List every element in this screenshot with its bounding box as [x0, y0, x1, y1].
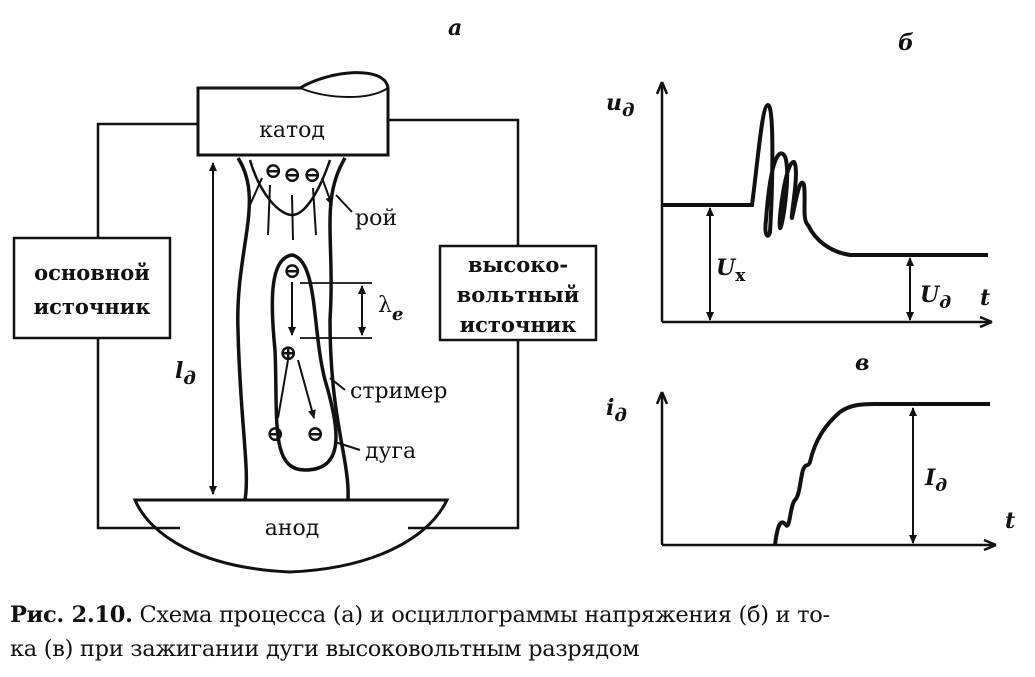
- lambda-label: λe: [378, 293, 403, 325]
- streamer: [270, 253, 338, 472]
- length-label: lд: [175, 358, 196, 389]
- hv-source-label-3: источник: [460, 312, 577, 337]
- wire-left: [96, 122, 198, 530]
- panel-v-label: в: [855, 350, 869, 376]
- main-source-label-1: основной: [34, 260, 150, 285]
- figure-number: Рис. 2.10.: [10, 602, 133, 628]
- id-label: Iд: [924, 465, 947, 496]
- electron-icon: ⊖: [264, 158, 282, 184]
- voltage-y-label: uд: [606, 90, 635, 121]
- main-source-box: [12, 236, 172, 340]
- ion-icon: ⊕: [279, 340, 297, 366]
- panel-a-label: а: [448, 15, 462, 41]
- current-x-label: t: [1005, 508, 1015, 534]
- anode: [132, 498, 450, 574]
- voltage-curve: [662, 102, 988, 257]
- cathode-label: катод: [259, 118, 325, 143]
- electron-icon: ⊖: [303, 162, 321, 188]
- voltage-x-label: t: [980, 285, 990, 311]
- wire-right: [388, 118, 520, 530]
- hv-source-label-1: высоко-: [468, 252, 568, 277]
- figure-caption: Рис. 2.10. Схема процесса (а) и осциллог…: [10, 598, 1030, 666]
- arc-label: дуга: [365, 439, 416, 464]
- cathode: [196, 71, 390, 157]
- ud-label: Uд: [920, 282, 951, 313]
- ux-label: Ux: [716, 255, 746, 286]
- panel-b-label: б: [898, 30, 914, 56]
- electron-icon: ⊖: [283, 162, 301, 188]
- main-source-label-2: источник: [34, 294, 151, 319]
- hv-source-box: [438, 244, 598, 342]
- current-axes: [660, 392, 996, 547]
- voltage-axes: [660, 82, 992, 324]
- electron-icon: ⊖: [306, 421, 324, 447]
- anode-label: анод: [265, 516, 320, 541]
- electron-icon: ⊖: [266, 421, 284, 447]
- streamer-label: стример: [350, 379, 447, 404]
- caption-line-1: Схема процесса (а) и осциллограммы напря…: [139, 602, 830, 628]
- swarm-label: рой: [355, 206, 397, 231]
- current-curve: [773, 402, 990, 546]
- electron-icon: ⊖: [283, 258, 301, 284]
- caption-line-2: ка (в) при зажигании дуги высоковольтным…: [10, 636, 640, 662]
- current-y-label: iд: [606, 395, 627, 426]
- hv-source-label-2: вольтный: [457, 282, 580, 307]
